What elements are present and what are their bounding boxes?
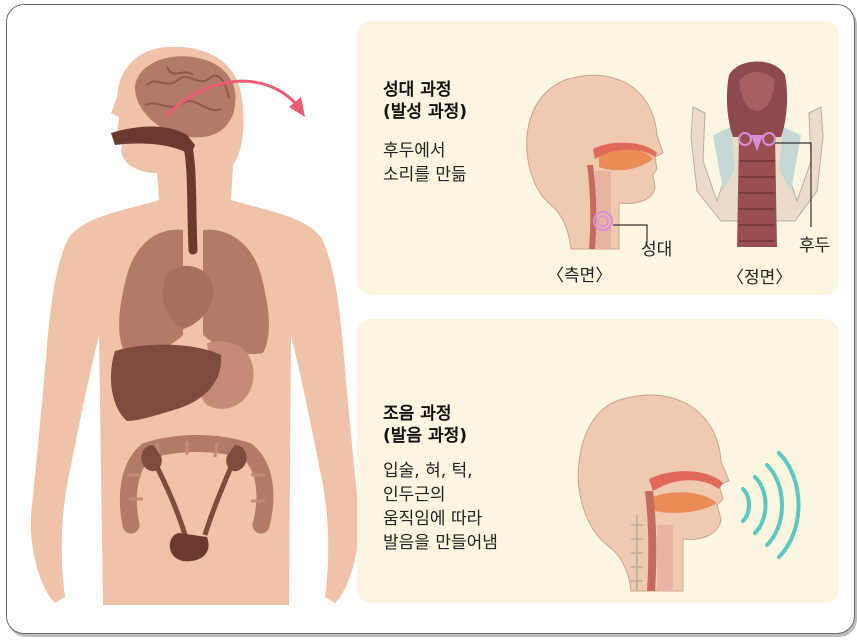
phonation-description: 후두에서 소리를 만듦: [383, 139, 467, 187]
articulation-panel: 조음 과정 (발음 과정) 입술, 혀, 턱, 인두근의 움직임에 따라 발음을…: [357, 319, 839, 603]
vocal-cords-label: 성대: [641, 235, 672, 260]
articulation-description: 입술, 혀, 턱, 인두근의 움직임에 따라 발음을 만들어냄: [383, 459, 498, 555]
front-view-label: 〈정면〉: [727, 263, 792, 288]
phonation-panel: 성대 과정 (발성 과정) 후두에서 소리를 만듦 성대 〈측면〉: [357, 21, 839, 295]
head-side-view: [507, 35, 677, 255]
trachea-front: [737, 135, 777, 247]
larynx-front-view: [687, 51, 827, 251]
phonation-title: 성대 과정 (발성 과정): [383, 79, 467, 123]
side-view-label: 〈측면〉: [547, 261, 612, 286]
articulation-title: 조음 과정 (발음 과정): [383, 403, 467, 447]
diagram-frame: 성대 과정 (발성 과정) 후두에서 소리를 만듦 성대 〈측면〉: [6, 4, 855, 634]
human-body-illustration: [7, 5, 347, 625]
sound-waves-icon: [733, 445, 813, 565]
larynx-label: 후두: [799, 231, 830, 256]
